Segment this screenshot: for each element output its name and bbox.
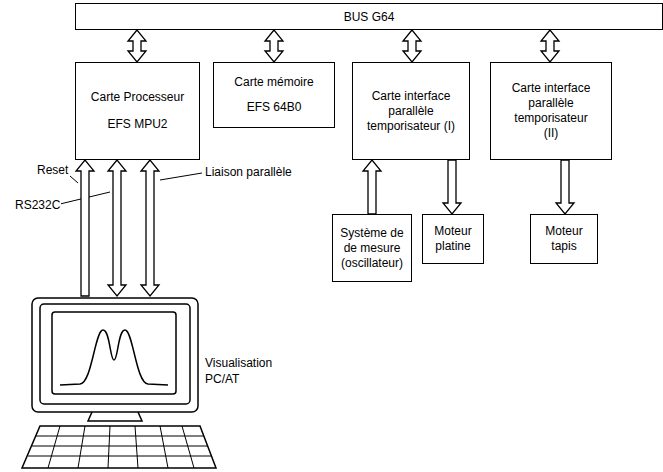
block-arrow: [76, 160, 94, 296]
node-label: EFS MPU2: [107, 117, 167, 132]
block-arrow: [443, 160, 461, 214]
leader-line: [160, 173, 202, 180]
text-stack: Carte interface parallèle temporisateur …: [491, 81, 611, 141]
node-label: Moteur platine: [425, 224, 481, 254]
leader-line: [70, 176, 78, 183]
memory-card: Carte mémoireEFS 64B0: [213, 62, 335, 128]
block-arrow: [556, 160, 574, 214]
computer-illustration: [22, 298, 216, 468]
signal-label: Reset: [36, 163, 69, 177]
keyboard-rows: [28, 436, 212, 456]
block-arrow: [541, 30, 559, 62]
processor-card: Carte ProcesseurEFS MPU2: [75, 62, 200, 160]
bus-band: BUS G64: [75, 3, 663, 30]
monitor-screen: [52, 312, 176, 394]
interface-card: Carte interface parallèle temporisateur …: [352, 62, 470, 160]
screen-curve: [60, 330, 168, 385]
node-label: EFS 64B0: [247, 100, 302, 115]
block-arrow: [108, 160, 126, 296]
keyboard-keys: [48, 426, 194, 468]
interface-card: Carte interface parallèle temporisateur …: [490, 62, 612, 160]
node-label: Visualisation PC/AT: [205, 356, 285, 387]
node-label: Carte interface parallèle temporisateur …: [506, 81, 596, 141]
node-label: Carte interface parallèle temporisateur …: [366, 89, 456, 134]
block-arrow: [363, 160, 381, 214]
node-label: Moteur tapis: [534, 224, 594, 254]
text-stack: Carte mémoireEFS 64B0: [214, 75, 334, 115]
text-stack: Moteur platine: [423, 224, 483, 254]
measure-box: Système de de mesure (oscillateur): [332, 214, 412, 282]
node-label: BUS G64: [344, 9, 395, 24]
block-arrow: [141, 160, 159, 296]
motor-box: Moteur platine: [422, 214, 484, 264]
motor-box: Moteur tapis: [530, 214, 598, 264]
monitor-stand: [88, 412, 142, 421]
monitor-bezel: [40, 304, 190, 404]
text-stack: BUS G64: [76, 9, 662, 24]
node-label: Carte Processeur: [91, 90, 184, 105]
block-arrow: [403, 30, 421, 62]
text-stack: Carte ProcesseurEFS MPU2: [76, 90, 199, 132]
keyboard: [22, 426, 216, 468]
text-stack: Système de de mesure (oscillateur): [333, 226, 411, 271]
node-label: Système de de mesure (oscillateur): [336, 226, 408, 271]
text-stack: Moteur tapis: [531, 224, 597, 254]
node-label: Carte mémoire: [234, 75, 313, 90]
block-arrow: [265, 30, 283, 62]
block-arrow: [128, 30, 146, 62]
computer-node: Visualisation PC/AT: [15, 296, 285, 470]
signal-label: RS232C: [14, 198, 61, 212]
monitor-housing: [32, 298, 198, 412]
text-stack: Carte interface parallèle temporisateur …: [353, 89, 469, 134]
signal-label: Liaison parallèle: [204, 165, 293, 179]
